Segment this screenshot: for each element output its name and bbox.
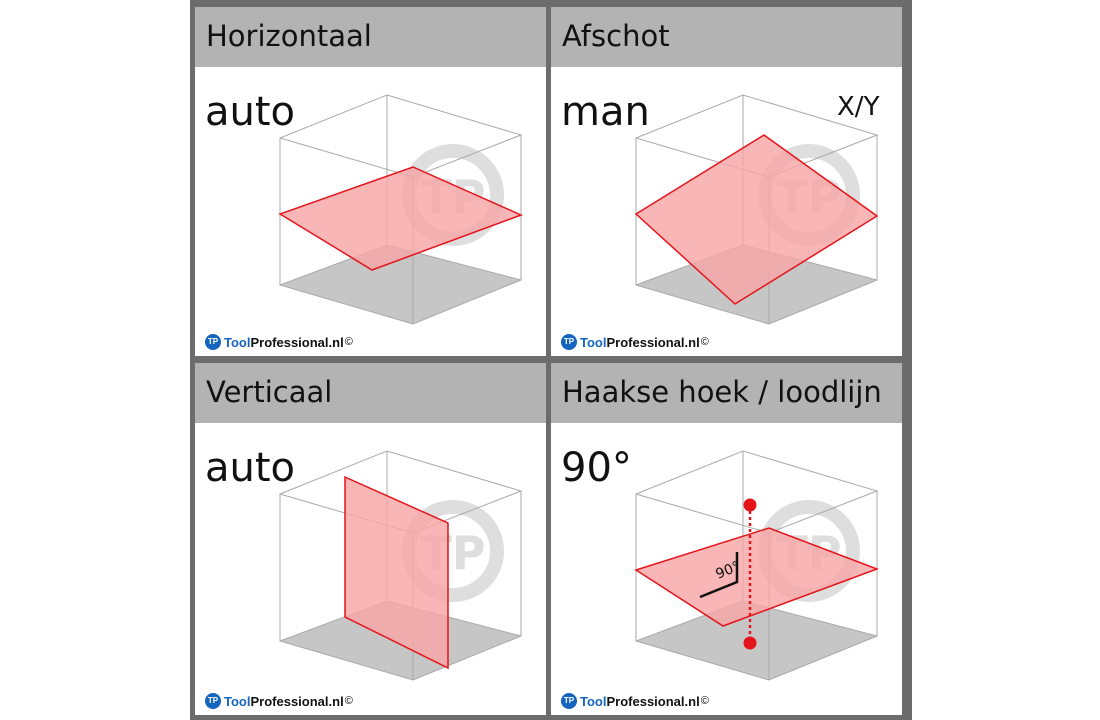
panel-horizontaal: Horizontaal TP auto TPToolProfessional.n… [195,7,546,356]
panel-title: Verticaal [206,375,333,409]
brand-tool: Tool [580,693,607,709]
laser-plane [344,475,449,670]
brand-tool: Tool [224,693,251,709]
tp-logo-icon: TP [205,334,221,350]
brand-tool: Tool [580,334,607,350]
brand-rest: Professional.nl [250,334,344,350]
mode-label: auto [205,89,296,135]
tilted-plane-figure: TP [634,94,879,325]
laser-plane [634,527,880,627]
brand-rest: Professional.nl [606,693,700,709]
brand-rest: Professional.nl [250,693,344,709]
laser-modes-grid: Horizontaal TP auto TPToolProfessional.n… [190,0,912,720]
plumb-line-figure: TP 90° [634,450,880,681]
copyright-symbol: © [700,336,709,348]
tp-logo-icon: TP [205,693,221,709]
panel-title: Horizontaal [206,19,372,53]
copyright-symbol: © [344,336,353,348]
panel-header: Verticaal [195,363,546,423]
panel-title: Haakse hoek / loodlijn [562,375,882,409]
panel-header: Haakse hoek / loodlijn [551,363,902,423]
plumb-point-bottom [743,636,757,650]
mode-label: auto [205,445,296,491]
copyright-symbol: © [344,695,353,707]
laser-plane [634,134,879,305]
brand-tool: Tool [224,334,251,350]
mode-label: man [561,89,650,135]
laser-plane [278,166,523,271]
axes-label: X/Y [837,92,880,122]
panel-header: Afschot [551,7,902,67]
tp-logo-icon: TP [561,334,577,350]
copyright-symbol: © [700,695,709,707]
horizontal-plane-figure: TP [278,94,523,325]
panel-haakse-hoek: Haakse hoek / loodlijn TP 90° 90° TPTool… [551,363,902,715]
panel-title: Afschot [562,19,670,53]
right-angle-mark [699,552,739,599]
vertical-plane-figure: TP [279,450,523,681]
tp-logo-icon: TP [561,693,577,709]
brand-rest: Professional.nl [606,334,700,350]
panel-afschot: Afschot TP man X/Y TPToolProfessional.nl… [551,7,902,356]
panel-header: Horizontaal [195,7,546,67]
plumb-point-top [743,498,757,512]
mode-label: 90° [561,445,632,491]
